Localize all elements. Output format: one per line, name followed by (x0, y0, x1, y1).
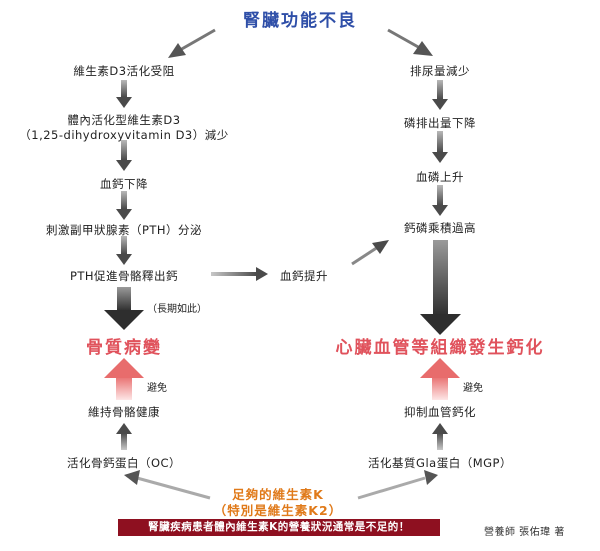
arrow-vitk-to-mgp (357, 470, 438, 500)
arrow-title-to-right (387, 28, 433, 56)
node-calcium-drop: 血鈣下降 (100, 177, 148, 191)
arrow-right-2 (432, 131, 448, 163)
outcome-vascular-calcification: 心臟血管等組織發生鈣化 (335, 338, 545, 358)
arrow-to-calcium-rise (211, 267, 268, 281)
arrow-left-2 (116, 140, 132, 171)
arrow-left-3 (116, 191, 132, 220)
arrow-vitk-to-oc (124, 470, 211, 500)
node-phosphate-excretion-drop: 磷排出量下降 (404, 116, 476, 130)
node-maintain-bone: 維持骨骼健康 (88, 405, 160, 419)
avoid-label-left: 避免 (147, 383, 167, 394)
node-urine-decrease: 排尿量減少 (410, 64, 470, 78)
avoid-label-right: 避免 (463, 383, 483, 394)
node-phosphate-rise: 血磷上升 (416, 170, 464, 184)
node-activate-mgp: 活化基質Gla蛋白（MGP） (368, 456, 512, 470)
arrow-left-pink-up (104, 358, 144, 400)
arrow-calcium-to-product (351, 240, 389, 266)
warning-banner: 腎臟疾病患者體內維生素K的營養狀況通常是不足的！ (118, 519, 440, 536)
vitamin-k-line1: 足夠的維生素K (232, 487, 324, 502)
arrow-left-4 (116, 236, 132, 265)
author-credit: 營養師 張佑瑋 著 (484, 527, 565, 538)
vitamin-k-line2: （特別是維生素K2） (213, 503, 343, 518)
arrow-left-up-oc (116, 423, 132, 450)
arrow-left-1 (116, 80, 132, 108)
node-ca-p-product-high: 鈣磷乘積過高 (404, 221, 476, 235)
node-inhibit-calcification: 抑制血管鈣化 (404, 405, 476, 419)
arrow-right-big (420, 240, 461, 335)
node-activate-oc: 活化骨鈣蛋白（OC） (66, 456, 182, 470)
node-pth-secretion: 刺激副甲狀腺素（PTH）分泌 (45, 223, 203, 237)
node-active-vitd3-line1: 體內活化型維生素D3 (67, 113, 181, 127)
node-vitd3-blocked: 維生素D3活化受阻 (73, 64, 175, 78)
arrow-left-big (104, 287, 144, 330)
long-term-note: （長期如此） (147, 304, 207, 315)
node-calcium-rise: 血鈣提升 (280, 269, 328, 283)
outcome-bone-disease: 骨質病變 (86, 338, 162, 358)
arrow-right-3 (432, 185, 448, 216)
arrow-right-1 (432, 80, 448, 110)
arrow-right-pink-up (420, 358, 460, 400)
diagram-title: 腎臟功能不良 (243, 11, 357, 31)
arrow-title-to-left (168, 28, 216, 58)
arrow-right-up-mgp (432, 423, 448, 450)
node-pth-calcium-release: PTH促進骨骼釋出鈣 (69, 269, 179, 283)
node-active-vitd3-line2: （1,25-dihydroxyvitamin D3）減少 (19, 128, 229, 142)
